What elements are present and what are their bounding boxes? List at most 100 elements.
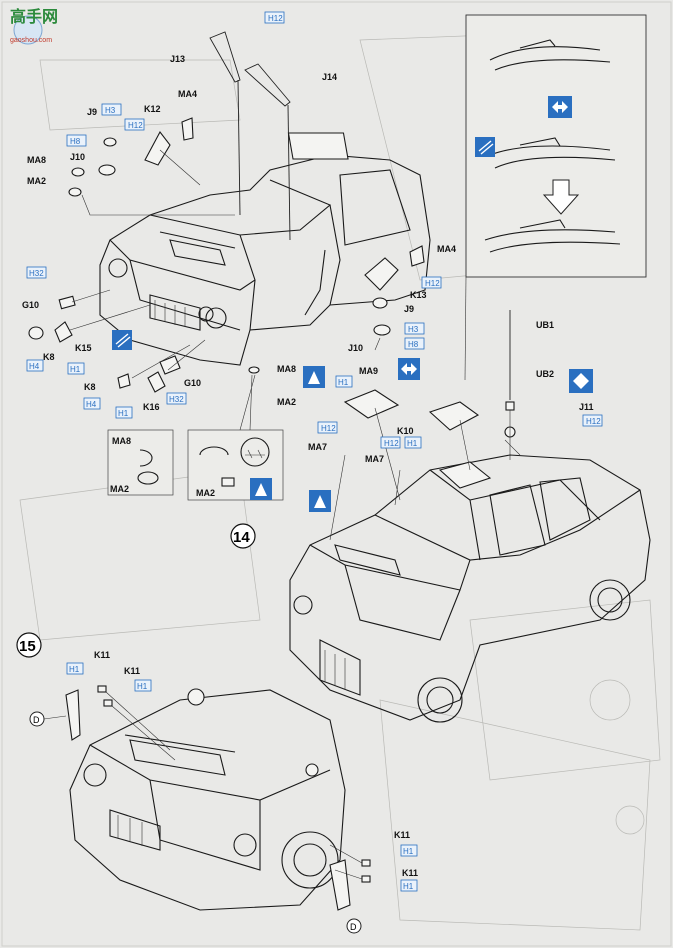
svg-text:H12: H12 <box>586 417 601 426</box>
car-assembled <box>289 454 651 723</box>
paint-h1: H1 <box>400 879 418 892</box>
paint-h12: H12 <box>317 421 338 434</box>
paint-h32: H32 <box>26 266 47 279</box>
glue-triangle-icon <box>303 366 325 388</box>
wiper-j13 <box>209 31 241 216</box>
marker-d-bottom: D <box>346 918 362 934</box>
car-exploded-body <box>99 132 431 366</box>
svg-text:MA4: MA4 <box>178 89 197 99</box>
arrow-down-icon <box>542 179 580 215</box>
paint-h3: H3 <box>101 103 122 116</box>
svg-text:MA2: MA2 <box>110 484 129 494</box>
car-step15 <box>69 688 346 911</box>
paint-h1: H1 <box>400 844 418 857</box>
paint-h4: H4 <box>26 359 44 372</box>
cement-icon <box>112 330 132 350</box>
svg-text:K11: K11 <box>124 666 140 676</box>
decal-diamond-icon <box>569 369 593 393</box>
light-g10-left <box>58 295 76 310</box>
svg-text:H12: H12 <box>321 424 336 433</box>
svg-text:K8: K8 <box>43 352 55 362</box>
svg-text:H12: H12 <box>268 14 283 23</box>
part-j9-left <box>103 137 117 147</box>
svg-text:J11: J11 <box>579 402 594 412</box>
svg-text:15: 15 <box>19 638 36 655</box>
glue-triangle-icon <box>309 490 331 512</box>
svg-text:H32: H32 <box>29 269 44 278</box>
paint-h32: H32 <box>166 392 187 405</box>
part-j10-left <box>98 164 116 176</box>
wiper-j14 <box>244 63 291 241</box>
mirror-k12 <box>144 130 171 166</box>
svg-text:H12: H12 <box>128 121 143 130</box>
svg-text:MA2: MA2 <box>27 176 46 186</box>
svg-text:H32: H32 <box>169 395 184 404</box>
svg-text:H4: H4 <box>86 400 97 409</box>
part-j10-right <box>373 324 391 336</box>
svg-text:H1: H1 <box>403 847 414 856</box>
svg-text:K16: K16 <box>143 402 160 412</box>
svg-text:H8: H8 <box>70 137 81 146</box>
part-j9-right <box>372 297 388 309</box>
paint-h8: H8 <box>66 134 87 147</box>
paint-h1: H1 <box>67 362 85 375</box>
paint-h12: H12 <box>124 118 145 131</box>
antenna-base-ub2 <box>505 401 515 411</box>
svg-text:UB2: UB2 <box>536 369 554 379</box>
paint-h12: H12 <box>421 276 442 289</box>
light-k16 <box>147 371 166 393</box>
paint-codes: H12 H3 H12 H8 H32 H1 H4 H4 H1 H32 H12 H3… <box>26 11 603 892</box>
cement-icon <box>475 137 495 157</box>
svg-text:J10: J10 <box>348 343 363 353</box>
svg-text:K11: K11 <box>394 830 410 840</box>
svg-text:gaoshou.com: gaoshou.com <box>10 37 52 44</box>
svg-text:MA4: MA4 <box>437 244 456 254</box>
light-k15 <box>54 321 73 343</box>
mirror-k13 <box>364 257 399 291</box>
step-number-15: 15 <box>16 632 42 658</box>
paint-h12: H12 <box>264 11 285 24</box>
paint-h12: H12 <box>380 436 401 449</box>
paint-h3: H3 <box>404 322 425 335</box>
panel-k10 <box>428 401 480 431</box>
svg-text:K10: K10 <box>397 426 414 436</box>
light-g10-right <box>159 355 181 375</box>
svg-text:K11: K11 <box>402 868 418 878</box>
part-labels: J13 J14 MA4 K12 J9 J10 MA8 MA2 MA4 K13 J… <box>22 54 594 878</box>
svg-text:H1: H1 <box>407 439 418 448</box>
svg-text:J9: J9 <box>87 107 97 117</box>
svg-text:G10: G10 <box>184 378 201 388</box>
svg-text:K8: K8 <box>84 382 96 392</box>
svg-text:D: D <box>33 715 40 725</box>
svg-text:MA9: MA9 <box>359 366 378 376</box>
svg-text:H4: H4 <box>29 362 40 371</box>
paint-h1: H1 <box>335 375 353 388</box>
svg-text:H12: H12 <box>425 279 440 288</box>
svg-text:H1: H1 <box>403 882 414 891</box>
decal-ma2-left <box>68 187 82 197</box>
svg-text:J9: J9 <box>404 304 414 314</box>
paint-h1: H1 <box>404 436 422 449</box>
panel-ma9 <box>343 389 400 419</box>
svg-text:MA7: MA7 <box>308 442 327 452</box>
svg-text:14: 14 <box>233 529 250 546</box>
svg-text:MA7: MA7 <box>365 454 384 464</box>
watermark-logo: 高手网 gaoshou.com <box>10 7 58 45</box>
part-k8 <box>117 373 131 389</box>
svg-text:H12: H12 <box>384 439 399 448</box>
svg-text:J14: J14 <box>322 72 337 82</box>
svg-text:J10: J10 <box>70 152 85 162</box>
arrow-both-icon <box>548 96 572 118</box>
svg-text:MA2: MA2 <box>277 397 296 407</box>
decal-ma8-left <box>71 167 85 177</box>
svg-text:H1: H1 <box>69 665 80 674</box>
svg-text:H3: H3 <box>408 325 419 334</box>
svg-text:K12: K12 <box>144 104 161 114</box>
paint-h8: H8 <box>404 337 425 350</box>
svg-text:H1: H1 <box>118 409 129 418</box>
paint-h1: H1 <box>134 679 152 692</box>
decal-ma8-lower <box>28 326 44 340</box>
decal-ma4-left <box>181 117 194 141</box>
